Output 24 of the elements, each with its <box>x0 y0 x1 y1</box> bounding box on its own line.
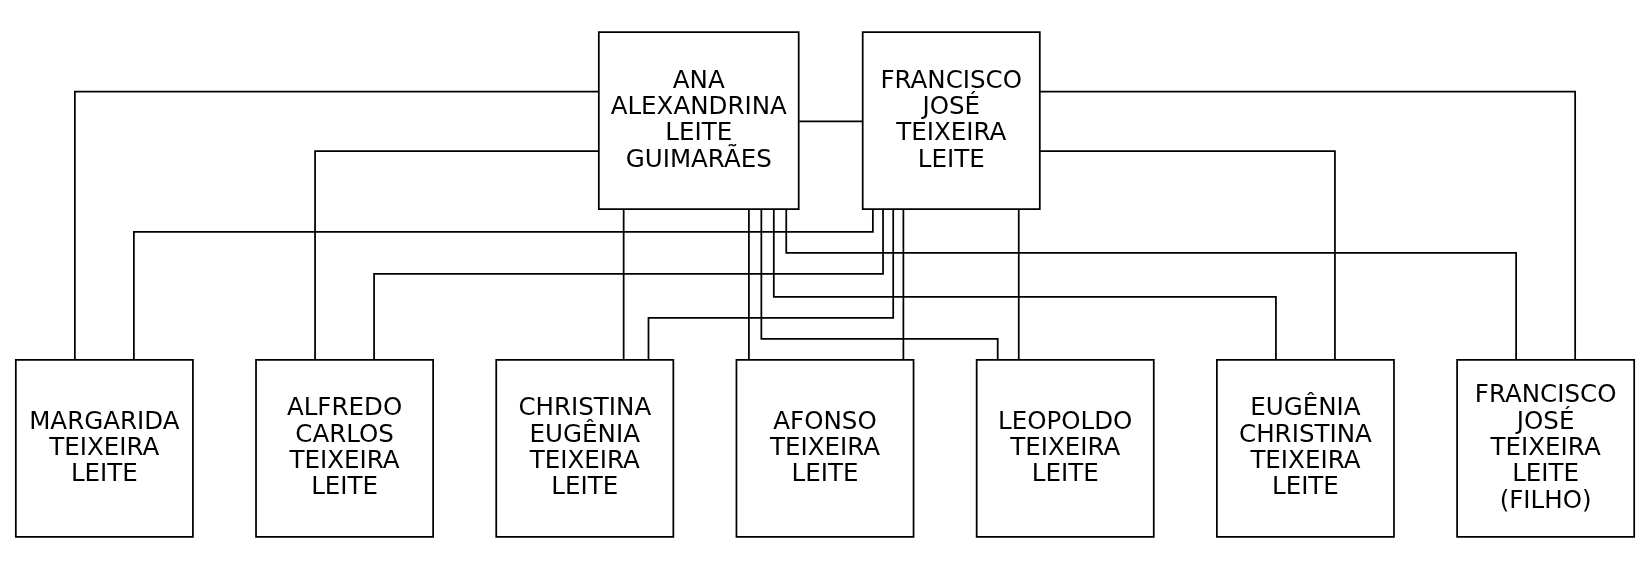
node-box: ALFREDO CARLOS TEIXEIRA LEITE <box>255 359 434 538</box>
node-box: AFONSO TEIXEIRA LEITE <box>735 359 915 538</box>
connector <box>902 208 905 361</box>
node-box: FRANCISCO JOSÉ TEIXEIRA LEITE (FILHO) <box>1456 359 1636 538</box>
connector <box>314 150 600 361</box>
node-box: EUGÊNIA CHRISTINA TEIXEIRA LEITE <box>1216 359 1395 538</box>
connector <box>647 208 895 361</box>
connector <box>760 208 999 361</box>
connector <box>785 208 1517 361</box>
connector <box>772 208 1277 361</box>
connector <box>622 208 625 361</box>
connector <box>748 208 750 361</box>
connector <box>373 208 884 361</box>
connector <box>1017 208 1020 361</box>
connector <box>73 90 600 361</box>
connector <box>1039 90 1577 361</box>
connector <box>798 120 864 123</box>
node-box: ANA ALEXANDRINA LEITE GUIMARÃES <box>597 31 800 210</box>
connector <box>133 208 874 361</box>
node-box: MARGARIDA TEIXEIRA LEITE <box>14 359 194 538</box>
node-box: FRANCISCO JOSÉ TEIXEIRA LEITE <box>861 31 1041 210</box>
connector <box>1039 150 1336 361</box>
node-box: LEOPOLDO TEIXEIRA LEITE <box>975 359 1155 538</box>
node-box: CHRISTINA EUGÊNIA TEIXEIRA LEITE <box>495 359 675 538</box>
